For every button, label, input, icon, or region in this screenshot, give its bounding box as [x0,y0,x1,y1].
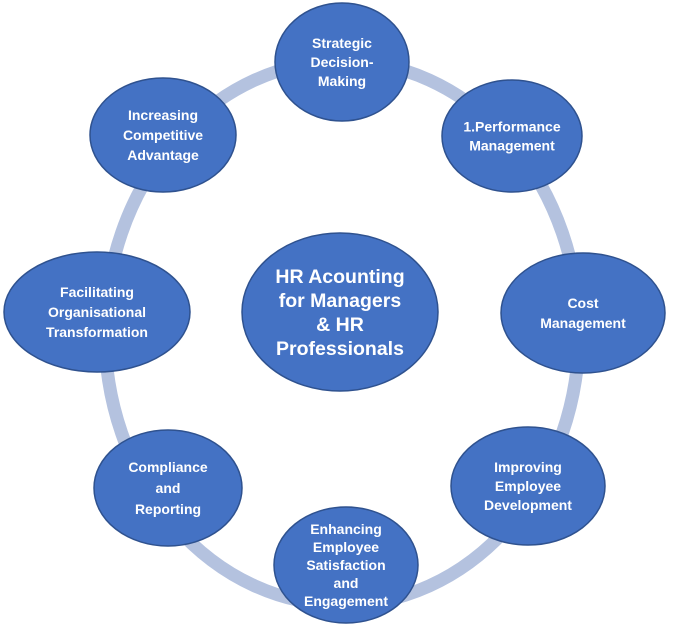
node-label-enhancing-employee-satisfaction: Enhancing [310,521,382,537]
node-circle-enhancing-employee-satisfaction [273,506,419,624]
node-circle-increasing-competitive-advantage [89,77,237,193]
node-label-facilitating-organisational-transformation: Organisational [48,304,146,320]
node-label-performance-management: Management [469,137,555,153]
node-label-enhancing-employee-satisfaction: Employee [313,539,379,555]
node-label-enhancing-employee-satisfaction: Satisfaction [306,557,385,573]
node-circle-compliance-and-reporting [93,429,243,547]
node-label-strategic-decision-making: Strategic [312,35,372,51]
node-label-enhancing-employee-satisfaction: Engagement [304,593,388,609]
node-label-center-hr-accounting: Professionals [276,338,404,360]
node-label-increasing-competitive-advantage: Competitive [123,127,203,143]
node-label-facilitating-organisational-transformation: Facilitating [60,284,134,300]
node-label-improving-employee-development: Development [484,497,572,513]
node-label-center-hr-accounting: HR Acounting [275,266,404,288]
node-circle-performance-management [441,79,583,193]
node-label-increasing-competitive-advantage: Increasing [128,107,198,123]
node-label-strategic-decision-making: Making [318,73,366,89]
node-label-performance-management: 1.Performance [463,118,560,134]
node-label-facilitating-organisational-transformation: Transformation [46,324,148,340]
node-label-strategic-decision-making: Decision- [310,54,373,70]
node-circle-improving-employee-development [450,426,606,546]
node-label-improving-employee-development: Employee [495,478,561,494]
node-circle-facilitating-organisational-transformation [3,251,191,373]
node-label-center-hr-accounting: & HR [316,314,364,336]
node-label-compliance-and-reporting: Reporting [135,501,201,517]
node-circle-strategic-decision-making [274,2,410,122]
node-label-improving-employee-development: Improving [494,459,562,475]
node-label-compliance-and-reporting: and [156,480,181,496]
node-circle-center-hr-accounting [241,232,439,392]
node-label-compliance-and-reporting: Compliance [128,459,208,475]
node-label-center-hr-accounting: for Managers [279,290,402,312]
node-label-cost-management: Cost [567,295,598,311]
node-label-enhancing-employee-satisfaction: and [334,575,359,591]
node-circle-cost-management [500,252,666,374]
node-label-cost-management: Management [540,315,626,331]
node-label-increasing-competitive-advantage: Advantage [127,147,199,163]
